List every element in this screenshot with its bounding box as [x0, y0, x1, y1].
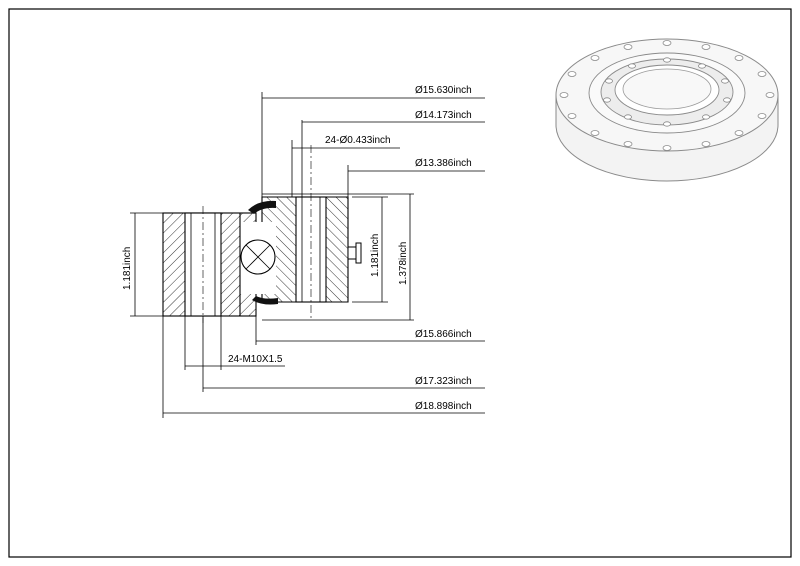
dim-height-left: 1.181inch: [122, 247, 133, 290]
bearing-3d-view: [555, 38, 779, 182]
seal-bottom: [252, 296, 278, 305]
dim-inner-diameter: Ø13.386inch: [415, 158, 472, 169]
cross-section: [162, 145, 362, 323]
dim-holes: 24-Ø0.433inch: [325, 135, 391, 146]
drawing-frame: [8, 8, 792, 558]
dim-ring-outer: Ø18.898inch: [415, 401, 472, 412]
dim-height-total: 1.378inch: [398, 242, 409, 285]
grease-nipple: [347, 246, 357, 260]
dimension-lines: [130, 92, 485, 418]
dim-pitch-diameter: Ø15.866inch: [415, 329, 472, 340]
dim-bolt-circle: Ø14.173inch: [415, 110, 472, 121]
dim-outer-diameter: Ø15.630inch: [415, 85, 472, 96]
dim-ring-bolt-circle: Ø17.323inch: [415, 376, 472, 387]
dim-height-right: 1.181inch: [370, 234, 381, 277]
seal-top: [248, 200, 276, 214]
dim-thread: 24-M10X1.5: [228, 354, 283, 365]
